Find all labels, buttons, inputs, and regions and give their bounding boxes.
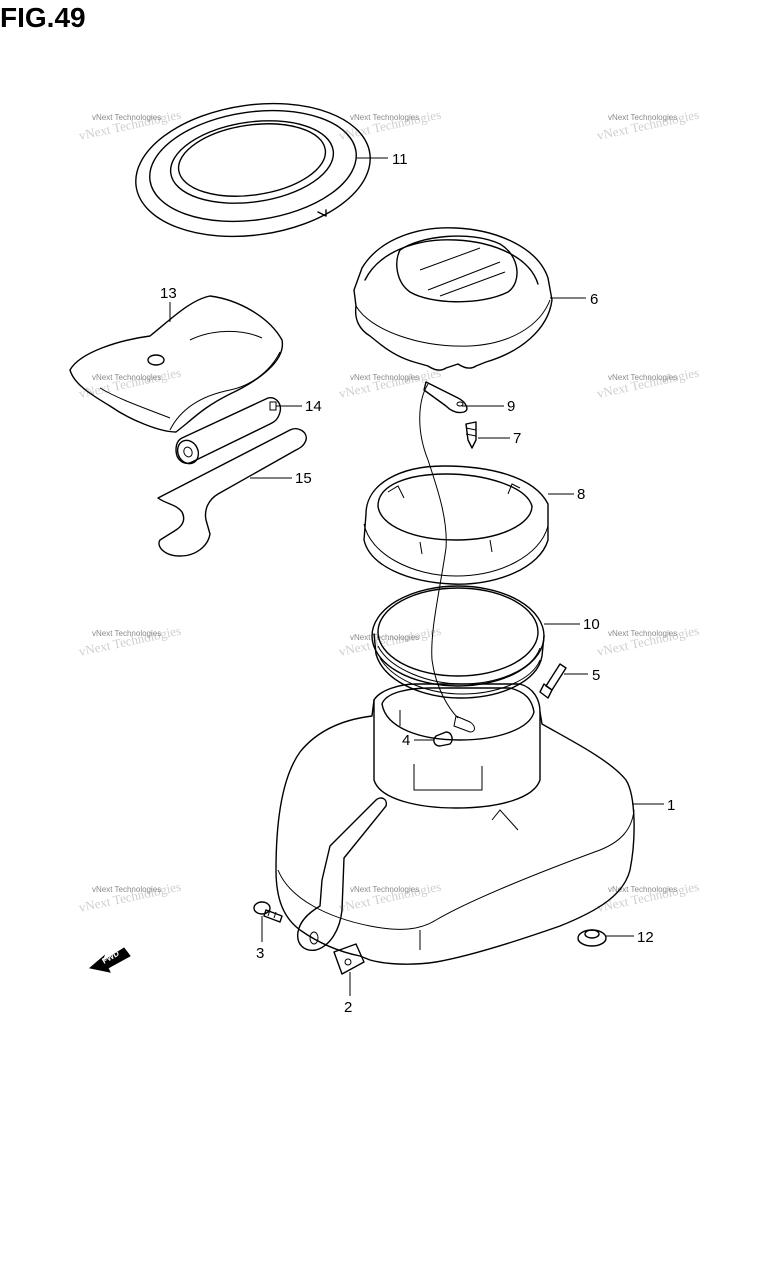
svg-text:vNext Technologies: vNext Technologies: [608, 113, 677, 122]
svg-text:8: 8: [577, 486, 585, 503]
callout-1: 1: [632, 797, 675, 814]
watermark: vNext Technologies vNext Technologies: [78, 107, 183, 143]
svg-text:vNext Technologies: vNext Technologies: [608, 885, 677, 894]
svg-text:vNext Technologies: vNext Technologies: [608, 373, 677, 382]
svg-text:2: 2: [344, 999, 352, 1016]
callout-5: 5: [564, 667, 600, 684]
svg-text:vNext Technologies: vNext Technologies: [92, 629, 161, 638]
watermark: vNext Technologies vNext Technologies: [338, 107, 443, 143]
watermark: vNext Technologies vNext Technologies: [596, 107, 701, 143]
part-3-bolt: [253, 901, 283, 923]
watermark: vNext Technologies vNext Technologies: [78, 879, 183, 915]
part-6-fuel-cap: [353, 227, 553, 371]
svg-text:vNext Technologies: vNext Technologies: [92, 373, 161, 382]
watermark: vNext Technologies vNext Technologies: [596, 365, 701, 401]
part-1-fuel-tank: [275, 683, 635, 965]
fwd-arrow-icon: FWD: [88, 947, 131, 973]
svg-text:vNext Technologies: vNext Technologies: [350, 113, 419, 122]
svg-text:9: 9: [507, 398, 515, 415]
svg-text:5: 5: [592, 667, 600, 684]
part-15-wrench: [157, 428, 307, 557]
callout-15: 15: [250, 470, 312, 487]
callouts: 11 6 13 14 9 7 15 8: [160, 151, 675, 1016]
callout-10: 10: [544, 616, 600, 633]
svg-text:vNext Technologies: vNext Technologies: [92, 113, 161, 122]
part-10-seal-ring: [371, 585, 545, 699]
part-4-fitting: [433, 715, 475, 747]
part-8-cap-ring: [363, 465, 549, 585]
svg-text:15: 15: [295, 470, 312, 487]
callout-12: 12: [606, 929, 654, 946]
svg-text:7: 7: [513, 430, 521, 447]
svg-text:6: 6: [590, 291, 598, 308]
part-12-grommet: [577, 929, 607, 947]
callout-13: 13: [160, 285, 177, 322]
watermark: vNext Technologies vNext Technologies: [338, 623, 443, 659]
svg-text:4: 4: [402, 732, 410, 749]
part-14-cylinder: [175, 397, 282, 465]
callout-8: 8: [548, 486, 585, 503]
watermark: vNext Technologies vNext Technologies: [338, 879, 443, 915]
svg-text:vNext Technologies: vNext Technologies: [608, 629, 677, 638]
part-7-screw: [465, 421, 477, 449]
svg-text:13: 13: [160, 285, 177, 302]
part-11-gasket: [135, 102, 371, 238]
svg-text:1: 1: [667, 797, 675, 814]
callout-14: 14: [276, 398, 322, 415]
part-5-pin: [539, 663, 567, 699]
part-13-pouch: [69, 295, 284, 433]
svg-text:11: 11: [392, 151, 408, 168]
watermarks: vNext Technologies vNext Technologies vN…: [78, 107, 701, 915]
part-2-clip: [333, 943, 365, 975]
figure-title: FIG.49: [0, 2, 86, 33]
svg-text:vNext Technologies: vNext Technologies: [350, 633, 419, 642]
part-9-terminal: [419, 381, 468, 719]
callout-2: 2: [344, 972, 352, 1016]
watermark: vNext Technologies vNext Technologies: [596, 879, 701, 915]
watermark: vNext Technologies vNext Technologies: [596, 623, 701, 659]
callout-6: 6: [550, 291, 598, 308]
callout-3: 3: [256, 916, 264, 962]
svg-text:vNext Technologies: vNext Technologies: [350, 373, 419, 382]
callout-4: 4: [402, 732, 434, 749]
svg-text:12: 12: [637, 929, 654, 946]
svg-text:3: 3: [256, 945, 264, 962]
svg-text:vNext Technologies: vNext Technologies: [350, 885, 419, 894]
svg-text:14: 14: [305, 398, 322, 415]
svg-text:10: 10: [583, 616, 600, 633]
watermark: vNext Technologies vNext Technologies: [78, 623, 183, 659]
svg-text:vNext Technologies: vNext Technologies: [92, 885, 161, 894]
callout-9: 9: [462, 398, 515, 415]
callout-7: 7: [478, 430, 521, 447]
svg-text:vNext Technologies: vNext Technologies: [596, 365, 701, 401]
callout-11: 11: [356, 151, 408, 168]
